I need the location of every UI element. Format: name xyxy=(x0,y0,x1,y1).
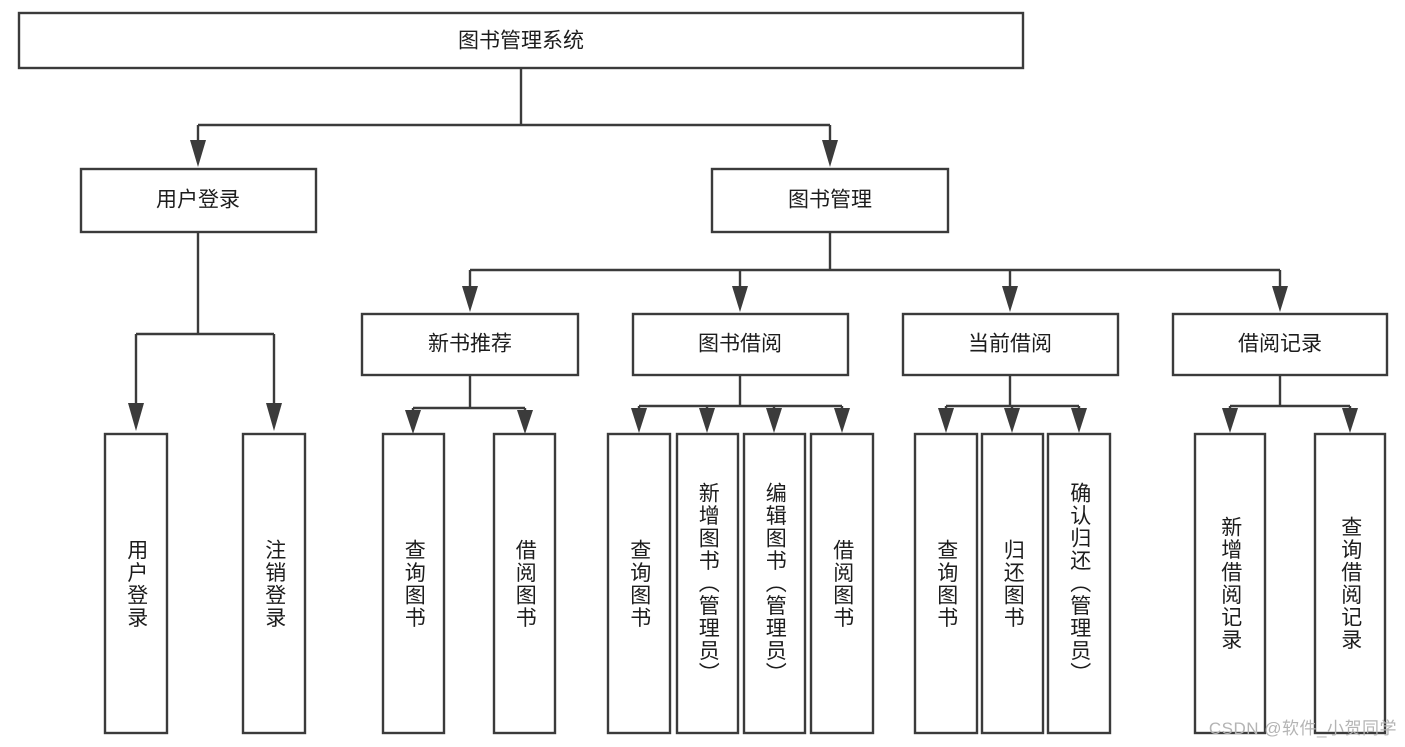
leaf-box-book-borrow-4[interactable] xyxy=(809,432,875,735)
node-root-label: 图书管理系统 xyxy=(458,30,584,53)
node-book-management-label: 图书管理 xyxy=(788,189,872,212)
arrowhead-book-borrow-leaf4 xyxy=(834,408,850,433)
node-borrow-record-box[interactable] xyxy=(1171,312,1389,377)
arrowhead-book-borrow xyxy=(732,286,748,312)
node-current-borrow-box[interactable] xyxy=(901,312,1120,377)
arrowhead-book-mgmt xyxy=(822,140,838,167)
node-new-book-recommend-label: 新书推荐 xyxy=(428,333,512,356)
node-book-borrow-label: 图书借阅 xyxy=(698,333,782,356)
arrowhead-borrow-record xyxy=(1272,286,1288,312)
leaf-box-book-borrow-3[interactable] xyxy=(742,432,807,735)
arrowhead-current-borrow-leaf1 xyxy=(938,408,954,433)
node-book-management-box[interactable] xyxy=(710,167,950,234)
arrowhead-borrow-record-leaf1 xyxy=(1222,408,1238,433)
arrowhead-new-book-recommend xyxy=(462,286,478,312)
arrowhead-user-login-leaf2 xyxy=(266,403,282,431)
leaf-box-book-borrow-1[interactable] xyxy=(606,432,672,735)
node-new-book-recommend-box[interactable] xyxy=(360,312,580,377)
arrowhead-book-borrow-leaf1 xyxy=(631,408,647,433)
arrowhead-current-borrow-leaf3 xyxy=(1071,408,1087,433)
csdn-watermark: CSDN @软件_小贺同学 xyxy=(1208,719,1397,738)
leaf-box-new-book-2[interactable] xyxy=(492,432,557,735)
arrowhead-user-login xyxy=(190,140,206,167)
leaf-box-current-borrow-1[interactable] xyxy=(913,432,979,735)
leaf-box-borrow-record-2[interactable] xyxy=(1313,432,1387,735)
arrowhead-book-borrow-leaf2 xyxy=(699,408,715,433)
arrowhead-current-borrow-leaf2 xyxy=(1004,408,1020,433)
arrowhead-new-book-leaf2 xyxy=(517,410,533,434)
node-book-borrow-box[interactable] xyxy=(631,312,850,377)
leaf-box-new-book-1[interactable] xyxy=(381,432,446,735)
node-root-box[interactable] xyxy=(17,11,1025,70)
leaf-box-current-borrow-3[interactable] xyxy=(1046,432,1112,735)
node-current-borrow-label: 当前借阅 xyxy=(968,333,1052,356)
arrowhead-borrow-record-leaf2 xyxy=(1342,408,1358,433)
leaf-box-current-borrow-2[interactable] xyxy=(980,432,1045,735)
arrowhead-book-borrow-leaf3 xyxy=(766,408,782,433)
arrowhead-new-book-leaf1 xyxy=(405,410,421,434)
leaf-box-user-login-2[interactable] xyxy=(241,432,307,735)
node-user-login-label: 用户登录 xyxy=(156,189,240,212)
leaf-box-user-login-1[interactable] xyxy=(103,432,169,735)
node-borrow-record-label: 借阅记录 xyxy=(1238,333,1322,356)
arrowhead-user-login-leaf1 xyxy=(128,403,144,431)
arrowhead-current-borrow xyxy=(1002,286,1018,312)
leaf-box-borrow-record-1[interactable] xyxy=(1193,432,1267,735)
leaf-box-book-borrow-2[interactable] xyxy=(675,432,740,735)
